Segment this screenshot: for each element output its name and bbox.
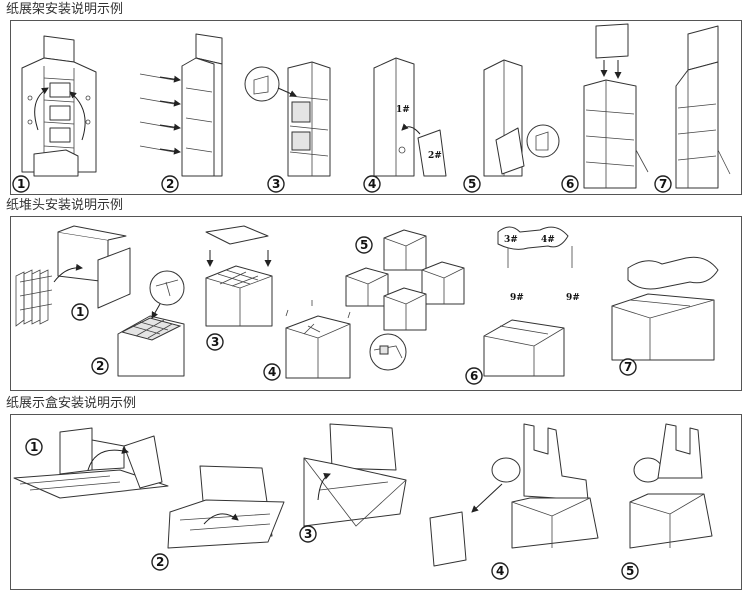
svg-text:1: 1 [30, 440, 38, 454]
step-number: 3 [267, 175, 285, 193]
step-number: 4 [263, 363, 281, 381]
svg-text:7: 7 [659, 177, 667, 191]
dumpbin-step5-illustration [345, 229, 465, 331]
step-number: 6 [465, 367, 483, 385]
shelf-step6-illustration [583, 23, 649, 189]
shelf-step-numbers: 1 2 3 4 5 6 7 [12, 175, 672, 193]
step-number: 6 [561, 175, 579, 193]
svg-text:3: 3 [304, 527, 312, 541]
part-label-4: 4# [541, 235, 555, 245]
part-label-3: 3# [504, 235, 518, 245]
dumpbin-step3-illustration [205, 225, 273, 327]
step-number: 3 [299, 525, 317, 543]
svg-text:5: 5 [360, 238, 368, 252]
dumpbin-step1-illustration [15, 225, 131, 327]
section-title-dump-bin: 纸堆头安装说明示例 [6, 198, 124, 213]
section-title-shelf: 纸展架安装说明示例 [6, 2, 124, 17]
shelf-step1-illustration [21, 35, 97, 177]
svg-text:2: 2 [96, 359, 104, 373]
step-number: 5 [621, 562, 639, 580]
svg-text:2: 2 [156, 555, 164, 569]
panel-display-box [10, 414, 742, 590]
shelf-step2-illustration [139, 33, 223, 177]
shelf-step7-illustration [675, 25, 731, 189]
dumpbin-step6-illustration: 3# 4# 9# 9# [483, 226, 580, 377]
svg-text:2: 2 [166, 177, 174, 191]
svg-text:3: 3 [272, 177, 280, 191]
step-number: 5 [355, 236, 373, 254]
displaybox-step5-illustration [629, 423, 713, 549]
svg-text:3: 3 [211, 335, 219, 349]
svg-text:4: 4 [496, 564, 504, 578]
shelf-step3-illustration [244, 61, 331, 177]
panel-dump-bin [10, 216, 742, 391]
svg-text:7: 7 [624, 360, 632, 374]
shelf-step5-illustration [483, 59, 560, 177]
displaybox-step1-illustration [13, 427, 169, 499]
step-number: 4 [491, 562, 509, 580]
svg-text:1: 1 [76, 305, 84, 319]
step-number: 5 [463, 175, 481, 193]
displaybox-step2-illustration [167, 465, 285, 549]
displaybox-step-numbers: 1 2 3 4 5 [25, 438, 639, 580]
svg-text:6: 6 [566, 177, 574, 191]
panel-shelf [10, 20, 742, 195]
step-number: 2 [91, 357, 109, 375]
svg-text:4: 4 [368, 177, 376, 191]
step-number: 7 [619, 358, 637, 376]
svg-text:5: 5 [626, 564, 634, 578]
displaybox-step4-illustration [429, 423, 599, 567]
step-number: 7 [654, 175, 672, 193]
svg-text:4: 4 [268, 365, 276, 379]
svg-text:5: 5 [468, 177, 476, 191]
step-number: 1 [25, 438, 43, 456]
shelf-step4-illustration: 1# 2# [373, 57, 447, 177]
displaybox-step3-illustration [303, 423, 407, 527]
step-number: 1 [12, 175, 30, 193]
dumpbin-step-numbers: 1 2 3 4 5 6 7 [71, 236, 637, 385]
part-label-1: 1# [396, 105, 410, 115]
section-title-display-box: 纸展示盒安装说明示例 [6, 396, 137, 411]
step-number: 1 [71, 303, 89, 321]
svg-text:1: 1 [17, 177, 25, 191]
dumpbin-step7-illustration [611, 256, 719, 361]
part-label-9b: 9# [566, 293, 580, 303]
part-label-2: 2# [428, 151, 442, 161]
step-number: 3 [206, 333, 224, 351]
svg-text:6: 6 [470, 369, 478, 383]
part-label-9a: 9# [510, 293, 524, 303]
dumpbin-step4-illustration [285, 300, 407, 379]
step-number: 4 [363, 175, 381, 193]
dumpbin-step2-illustration [117, 270, 185, 377]
step-number: 2 [161, 175, 179, 193]
step-number: 2 [151, 553, 169, 571]
